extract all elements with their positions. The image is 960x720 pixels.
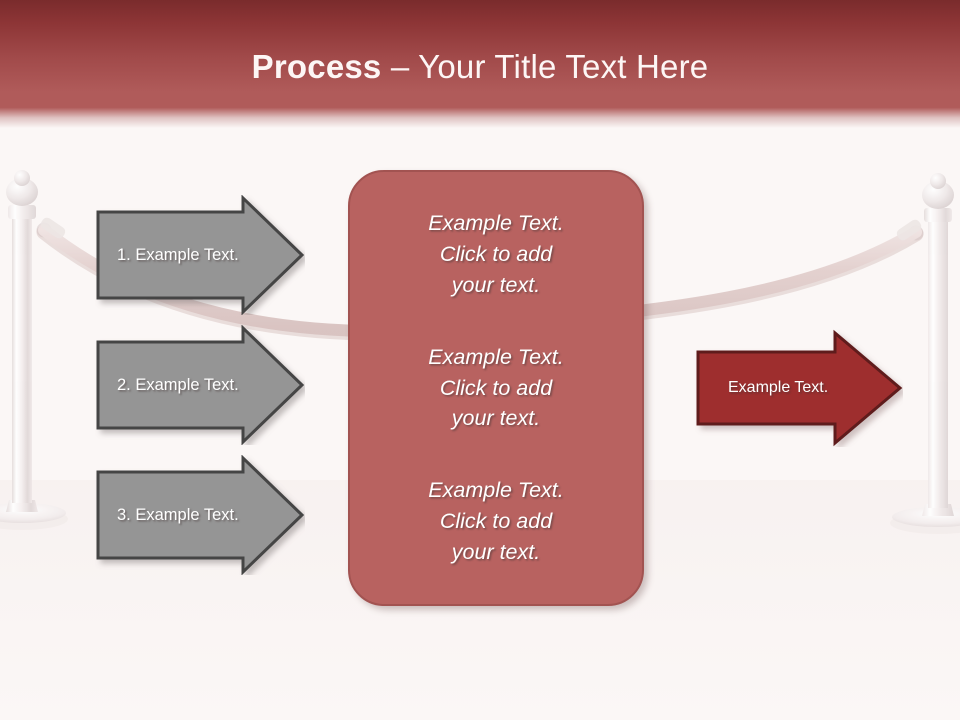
page-title: Process – Your Title Text Here [0, 48, 960, 86]
process-step-arrow-2[interactable]: 2. Example Text. [95, 324, 305, 446]
center-paragraph-3-line-1: Example Text. [428, 477, 564, 502]
center-paragraph-2: Example Text. Click to add your text. [364, 342, 628, 435]
header-band [0, 0, 960, 128]
stanchion-post-right [890, 173, 960, 534]
page-title-strong: Process [251, 48, 382, 85]
center-paragraph-1-line-1: Example Text. [428, 211, 564, 236]
center-paragraph-1-line-2: Click to add [439, 242, 553, 267]
center-paragraph-2-line-2: Click to add [439, 375, 553, 400]
process-step-arrow-1[interactable]: 1. Example Text. [95, 194, 305, 316]
center-paragraph-3-line-3: your text. [451, 539, 541, 564]
center-paragraph-3: Example Text. Click to add your text. [364, 475, 628, 568]
center-paragraph-2-line-1: Example Text. [428, 344, 564, 369]
center-paragraph-2-line-3: your text. [451, 406, 541, 431]
stanchion-post-left [0, 170, 68, 530]
arrow-shape-3 [96, 454, 305, 576]
result-arrow-shape [696, 329, 903, 447]
page-title-rest: – Your Title Text Here [381, 48, 709, 85]
center-paragraph-1-line-3: your text. [451, 273, 541, 298]
process-center-box[interactable]: Example Text. Click to add your text. Ex… [348, 170, 644, 606]
center-paragraph-3-line-2: Click to add [439, 508, 553, 533]
process-result-arrow[interactable]: Example Text. [695, 329, 903, 447]
process-step-arrow-3[interactable]: 3. Example Text. [95, 454, 305, 576]
arrow-shape-2 [96, 324, 305, 446]
center-paragraph-1: Example Text. Click to add your text. [364, 208, 628, 301]
arrow-shape-1 [96, 194, 305, 316]
